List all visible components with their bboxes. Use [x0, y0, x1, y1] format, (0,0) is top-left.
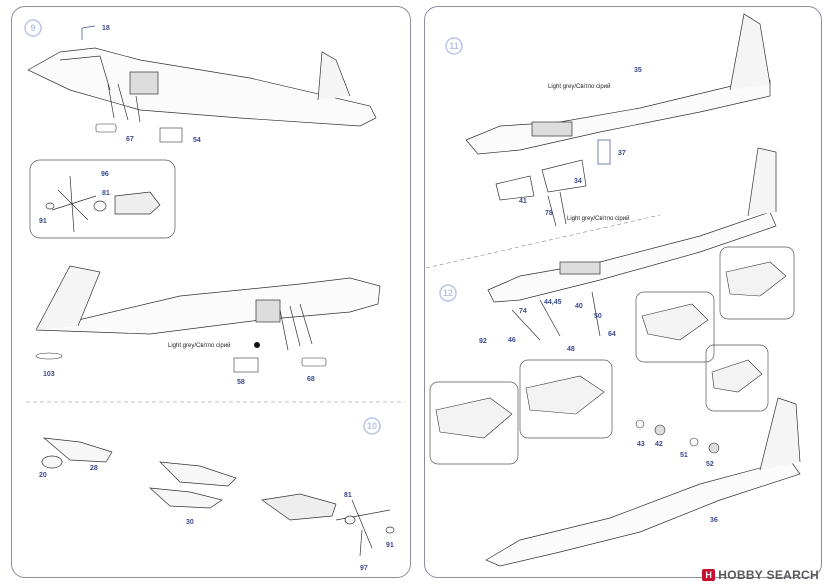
part-label-28: 28 [90, 465, 98, 472]
step-10-badge: 10 [363, 417, 381, 435]
detail-drawings [435, 261, 787, 439]
diagonal-divider [425, 214, 661, 269]
part-label-81a: 81 [102, 190, 110, 197]
step-11-badge: 11 [445, 37, 463, 55]
glider-fuselage-step11 [465, 13, 771, 227]
light-grey-note-2: Light grey/Світло сірий [548, 83, 610, 90]
part-label-20: 20 [39, 472, 47, 479]
part-51-shape [689, 437, 699, 447]
part-label-74: 74 [519, 308, 527, 315]
part-label-30: 30 [186, 519, 194, 526]
glider-fuselage-top [27, 47, 377, 127]
part-label-48: 48 [567, 346, 575, 353]
part-label-91a: 91 [39, 218, 47, 225]
part-label-44-45: 44,45 [544, 299, 562, 306]
part-52-shape [708, 442, 720, 454]
glider-fuselage-step12 [487, 147, 777, 341]
step-12-badge: 12 [439, 284, 457, 302]
part-label-35: 35 [634, 67, 642, 74]
part-label-18: 18 [102, 25, 110, 32]
part-label-41: 41 [519, 198, 527, 205]
glider-fuselage-bottom-right [485, 397, 801, 567]
propeller-inset-box [29, 159, 176, 239]
part-label-52: 52 [706, 461, 714, 468]
detail-insets [429, 246, 795, 465]
part-label-92: 92 [479, 338, 487, 345]
part-label-36: 36 [710, 517, 718, 524]
part-label-96: 96 [101, 171, 109, 178]
part-43-shape [635, 419, 645, 429]
watermark-text: HOBBY SEARCH [718, 568, 819, 582]
part-label-58: 58 [237, 379, 245, 386]
light-grey-note-1: Light grey/Світло сірий [168, 342, 230, 349]
part-label-34: 34 [574, 178, 582, 185]
glider-fuselage-bottom [35, 265, 381, 351]
light-grey-note-3: Light grey/Світло сірий [567, 215, 629, 222]
step-10-number: 10 [367, 421, 377, 431]
part-58-shape [233, 357, 259, 373]
paint-marker-icon [254, 342, 260, 348]
part-label-64: 64 [608, 331, 616, 338]
part-67-shape [95, 123, 117, 133]
part-label-46: 46 [508, 337, 516, 344]
part-label-42: 42 [655, 441, 663, 448]
part-label-37: 37 [618, 150, 626, 157]
step-9-number: 9 [30, 23, 35, 33]
step-9-badge: 9 [24, 19, 42, 37]
nose-halves [41, 437, 395, 557]
part-label-67: 67 [126, 136, 134, 143]
part-label-51: 51 [680, 452, 688, 459]
step-11-number: 11 [449, 41, 459, 51]
step-12-number: 12 [443, 288, 453, 298]
part-label-91b: 91 [386, 542, 394, 549]
part-label-103: 103 [43, 371, 55, 378]
part-label-97: 97 [360, 565, 368, 572]
part-label-40: 40 [575, 303, 583, 310]
part-label-78: 78 [545, 210, 553, 217]
hobby-search-logo: H [702, 569, 716, 581]
part-label-50: 50 [594, 313, 602, 320]
part-68-shape [301, 357, 327, 367]
part-label-81b: 81 [344, 492, 352, 499]
part-103-shape [35, 352, 63, 360]
part-54-shape [159, 127, 183, 143]
propeller-assembly [45, 175, 161, 233]
part-label-43: 43 [637, 441, 645, 448]
part-42-shape [654, 424, 666, 436]
part-label-68: 68 [307, 376, 315, 383]
part-label-54: 54 [193, 137, 201, 144]
